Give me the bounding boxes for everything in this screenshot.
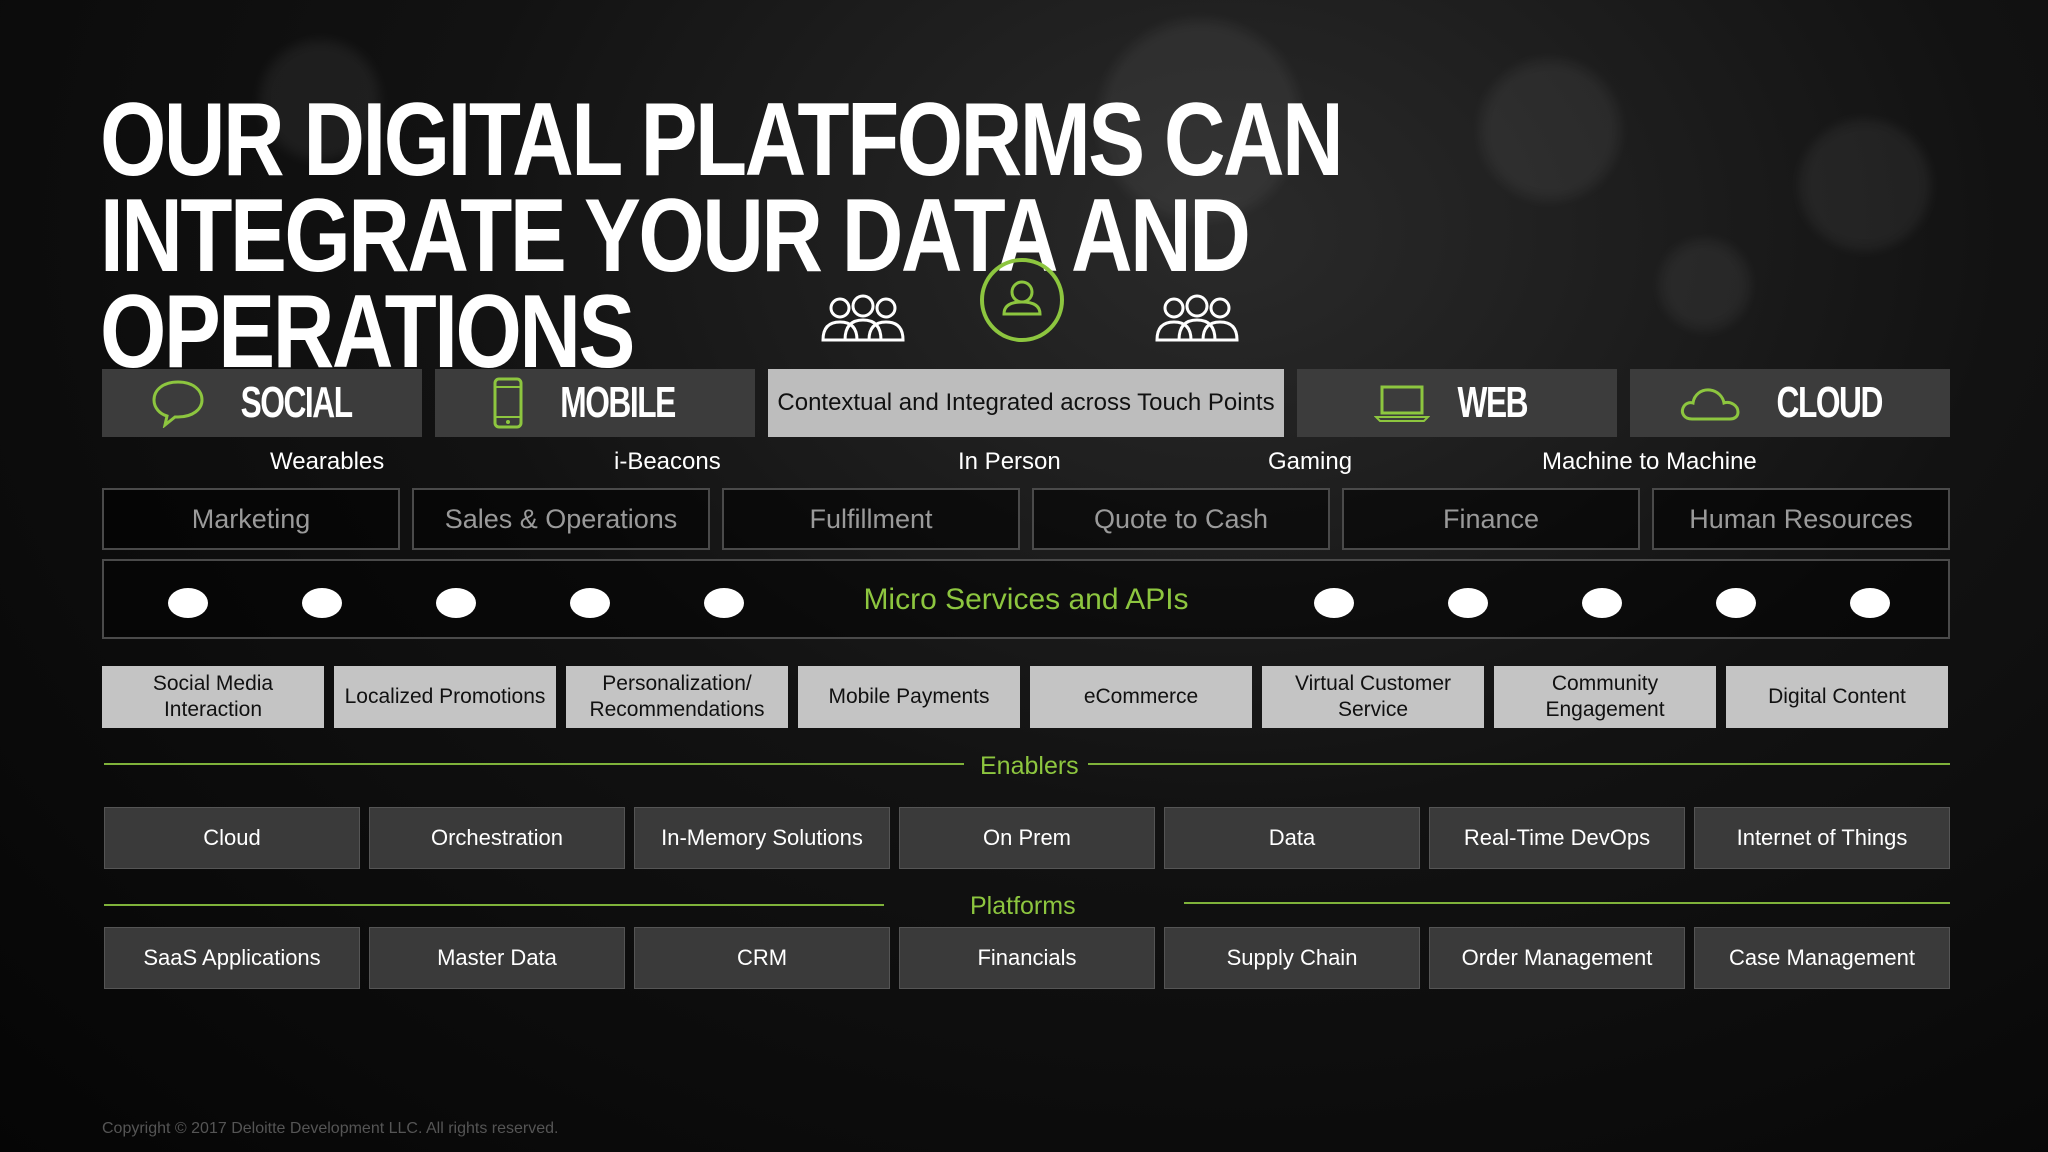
platforms-heading: Platforms	[970, 892, 1076, 920]
enabler-box: Internet of Things	[1694, 807, 1950, 869]
api-node	[1716, 588, 1756, 618]
channel-touchpoints: Contextual and Integrated across Touch P…	[768, 369, 1284, 437]
user-icon	[980, 258, 1064, 342]
bokeh-light	[260, 40, 380, 160]
function-box: Quote to Cash	[1032, 488, 1330, 550]
channel-web-label: WEB	[1457, 378, 1528, 427]
divider-line	[1088, 763, 1950, 765]
micro-services-label: Micro Services and APIs	[863, 583, 1189, 616]
channel-social-label: SOCIAL	[240, 378, 352, 427]
enabler-box: Cloud	[104, 807, 360, 869]
api-node	[704, 588, 744, 618]
api-node	[1582, 588, 1622, 618]
function-box: Finance	[1342, 488, 1640, 550]
platform-box: Case Management	[1694, 927, 1950, 989]
people-group-icon	[821, 294, 905, 342]
function-box: Fulfillment	[722, 488, 1020, 550]
bokeh-light	[1480, 60, 1620, 200]
platform-box: Financials	[899, 927, 1155, 989]
capability-box: Localized Promotions	[334, 666, 556, 728]
enabler-box: On Prem	[899, 807, 1155, 869]
platform-box: Supply Chain	[1164, 927, 1420, 989]
capability-box: Community Engagement	[1494, 666, 1716, 728]
api-node	[302, 588, 342, 618]
speech-bubble-icon	[152, 380, 204, 428]
enabler-box: Data	[1164, 807, 1420, 869]
function-box: Sales & Operations	[412, 488, 710, 550]
api-node	[168, 588, 208, 618]
bokeh-light	[1800, 120, 1930, 250]
enabler-box: In-Memory Solutions	[634, 807, 890, 869]
touchpoint-label: Machine to Machine	[1542, 448, 1757, 475]
channel-cloud: CLOUD	[1630, 369, 1950, 437]
capability-box: Virtual Customer Service	[1262, 666, 1484, 728]
cloud-icon	[1680, 388, 1740, 421]
touchpoint-label: Wearables	[270, 448, 385, 475]
bokeh-light	[1100, 20, 1300, 220]
channel-mobile: MOBILE	[435, 369, 755, 437]
capability-box: Mobile Payments	[798, 666, 1020, 728]
api-node	[1850, 588, 1890, 618]
enablers-heading: Enablers	[980, 752, 1079, 780]
page-title: OUR DIGITAL PLATFORMS CAN INTEGRATE YOUR…	[100, 82, 1344, 390]
touchpoint-label: In Person	[958, 448, 1061, 475]
divider-line	[104, 763, 964, 765]
touchpoint-label: i-Beacons	[614, 448, 721, 475]
channel-mobile-label: MOBILE	[560, 378, 677, 427]
divider-line	[104, 904, 884, 906]
channel-social: SOCIAL	[102, 369, 422, 437]
micro-services-band: Micro Services and APIs	[102, 559, 1950, 639]
people-group-icon	[1155, 294, 1239, 342]
api-node	[1448, 588, 1488, 618]
channel-cloud-label: CLOUD	[1776, 378, 1883, 427]
bokeh-light	[1660, 240, 1750, 330]
platform-box: CRM	[634, 927, 890, 989]
platform-box: Master Data	[369, 927, 625, 989]
capability-box: Personalization/ Recommendations	[566, 666, 788, 728]
capability-box: Social Media Interaction	[102, 666, 324, 728]
copyright-notice: Copyright © 2017 Deloitte Development LL…	[102, 1120, 559, 1137]
function-box: Marketing	[102, 488, 400, 550]
enabler-box: Orchestration	[369, 807, 625, 869]
platform-box: Order Management	[1429, 927, 1685, 989]
divider-line	[1184, 902, 1950, 904]
channel-web: WEB	[1297, 369, 1617, 437]
api-node	[436, 588, 476, 618]
mobile-phone-icon	[493, 377, 523, 429]
function-box: Human Resources	[1652, 488, 1950, 550]
touchpoint-label: Gaming	[1268, 448, 1353, 475]
api-node	[1314, 588, 1354, 618]
enabler-box: Real-Time DevOps	[1429, 807, 1685, 869]
laptop-icon	[1373, 385, 1430, 422]
capability-box: Digital Content	[1726, 666, 1948, 728]
platform-box: SaaS Applications	[104, 927, 360, 989]
capability-box: eCommerce	[1030, 666, 1252, 728]
api-node	[570, 588, 610, 618]
